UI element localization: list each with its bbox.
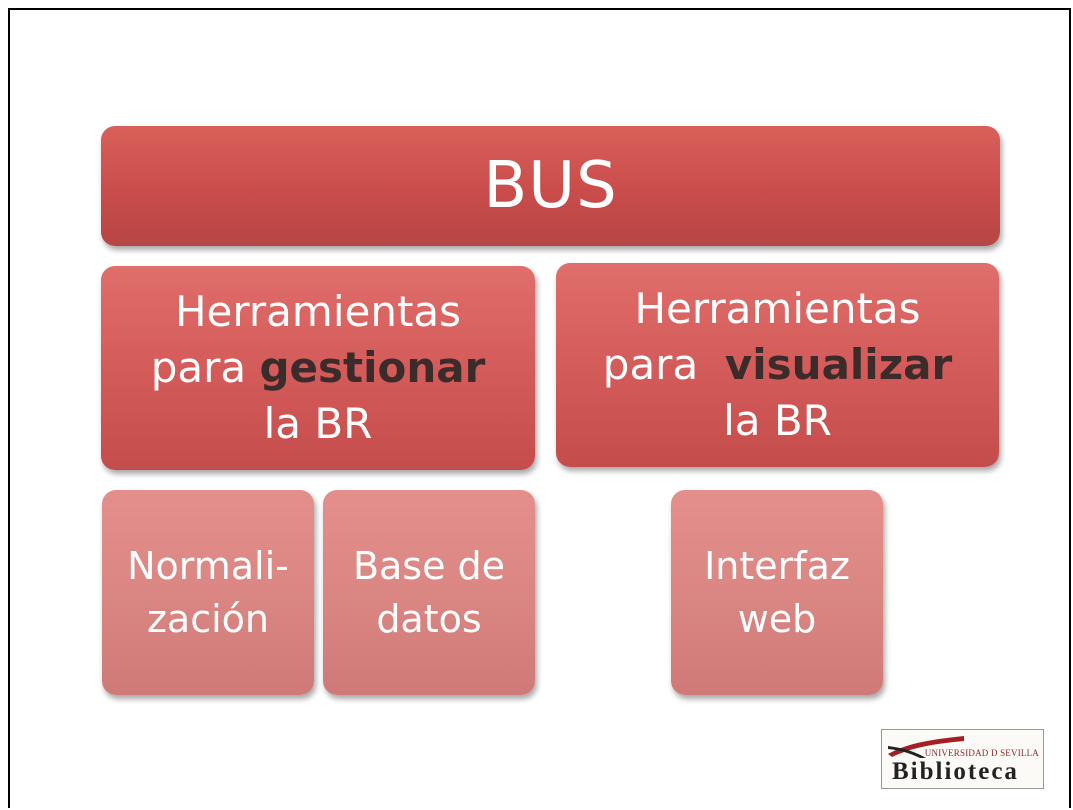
manage-tools-line3: la BR [263, 399, 373, 448]
normalization-box: Normali- zación [102, 490, 314, 695]
visualize-tools-line3: la BR [723, 396, 832, 445]
database-line1: Base de [352, 543, 506, 588]
manage-tools-keyword: gestionar [259, 343, 486, 392]
visualize-tools-line1: Herramientas [634, 284, 921, 333]
logo-university-text: UNIVERSIDAD D SEVILLA [924, 748, 1039, 758]
database-box: Base de datos [323, 490, 535, 695]
slide-frame [8, 8, 1071, 808]
manage-tools-box: Herramientas para gestionar la BR [101, 266, 535, 470]
manage-tools-line2: para gestionar [151, 340, 486, 396]
normalization-line1: Normali- [127, 543, 289, 588]
visualize-tools-keyword: visualizar [724, 340, 953, 389]
web-interface-box: Interfaz web [671, 490, 883, 695]
web-interface-line2: web [737, 596, 817, 641]
bus-box: BUS [101, 126, 1000, 246]
bus-label: BUS [483, 149, 618, 223]
visualize-tools-line2: para visualizar [603, 337, 952, 393]
library-emblem-icon [888, 736, 964, 758]
logo-library-text: Biblioteca [892, 758, 1019, 785]
database-line2: datos [376, 596, 482, 641]
visualize-tools-line2-prefix: para [602, 340, 725, 389]
web-interface-line1: Interfaz [704, 543, 850, 588]
normalization-line2: zación [146, 596, 269, 641]
manage-tools-line2-prefix: para [150, 343, 260, 392]
library-logo: UNIVERSIDAD D SEVILLA Biblioteca [881, 729, 1044, 789]
manage-tools-line1: Herramientas [174, 287, 462, 336]
visualize-tools-box: Herramientas para visualizar la BR [556, 263, 999, 467]
